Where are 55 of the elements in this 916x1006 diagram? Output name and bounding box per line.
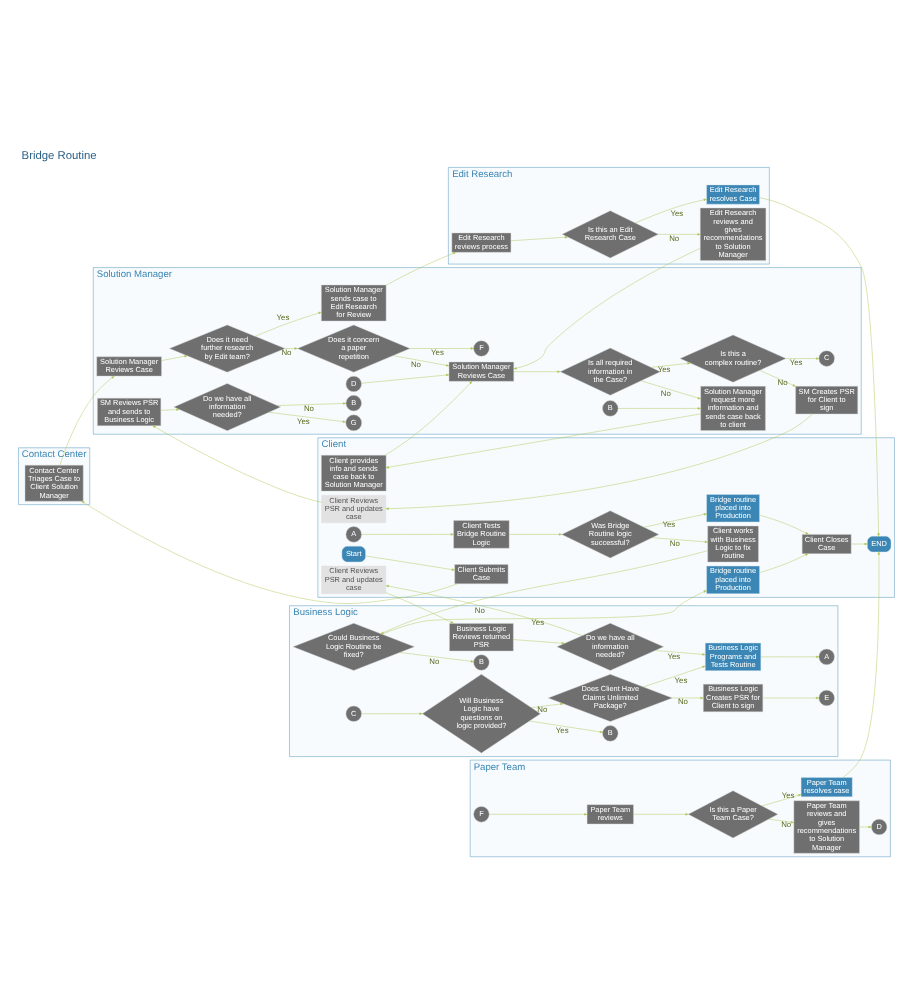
arrow (381, 589, 707, 634)
arrow (759, 552, 809, 572)
arrow (361, 532, 454, 535)
arrow (268, 411, 346, 422)
arrow (650, 361, 691, 367)
arrow (851, 541, 868, 545)
arrow (509, 532, 562, 535)
arrow (759, 196, 880, 536)
arrow (859, 824, 872, 828)
arrow (768, 817, 794, 823)
arrow (762, 695, 820, 699)
arrow (672, 695, 704, 699)
arrow (633, 812, 689, 815)
arrow (513, 638, 565, 644)
arrow (655, 649, 706, 655)
arrow (255, 310, 322, 336)
arrow (361, 372, 450, 383)
arrow (513, 247, 701, 369)
arrow (635, 197, 707, 223)
arrow (152, 424, 322, 502)
arrow (658, 232, 701, 235)
arrow (276, 401, 347, 405)
arrow (643, 664, 706, 687)
arrow (785, 356, 820, 359)
arrow (365, 554, 455, 570)
arrow (160, 407, 180, 410)
arrow (644, 512, 707, 527)
arrow (513, 369, 561, 372)
arrow (651, 536, 708, 542)
arrow (380, 549, 708, 633)
arrow (489, 812, 588, 815)
arrow (386, 251, 457, 285)
arrow (759, 369, 796, 386)
arrow (385, 591, 454, 623)
arrow (392, 354, 450, 366)
arrow (640, 379, 701, 399)
arrow (409, 346, 474, 349)
arrow (361, 711, 423, 714)
arrow (510, 235, 568, 240)
arrow (529, 719, 603, 733)
arrow (759, 513, 809, 534)
arrow (842, 550, 881, 777)
arrow (385, 380, 473, 455)
arrow (531, 701, 564, 707)
arrow (617, 406, 701, 409)
arrow (81, 499, 458, 603)
arrow (760, 654, 820, 657)
arrow (385, 584, 583, 635)
arrow (284, 346, 298, 349)
arrow (761, 793, 802, 806)
arrow (385, 412, 813, 509)
arrow (59, 374, 115, 465)
arrow (385, 412, 701, 468)
arrow (399, 651, 474, 662)
arrow (161, 354, 188, 360)
